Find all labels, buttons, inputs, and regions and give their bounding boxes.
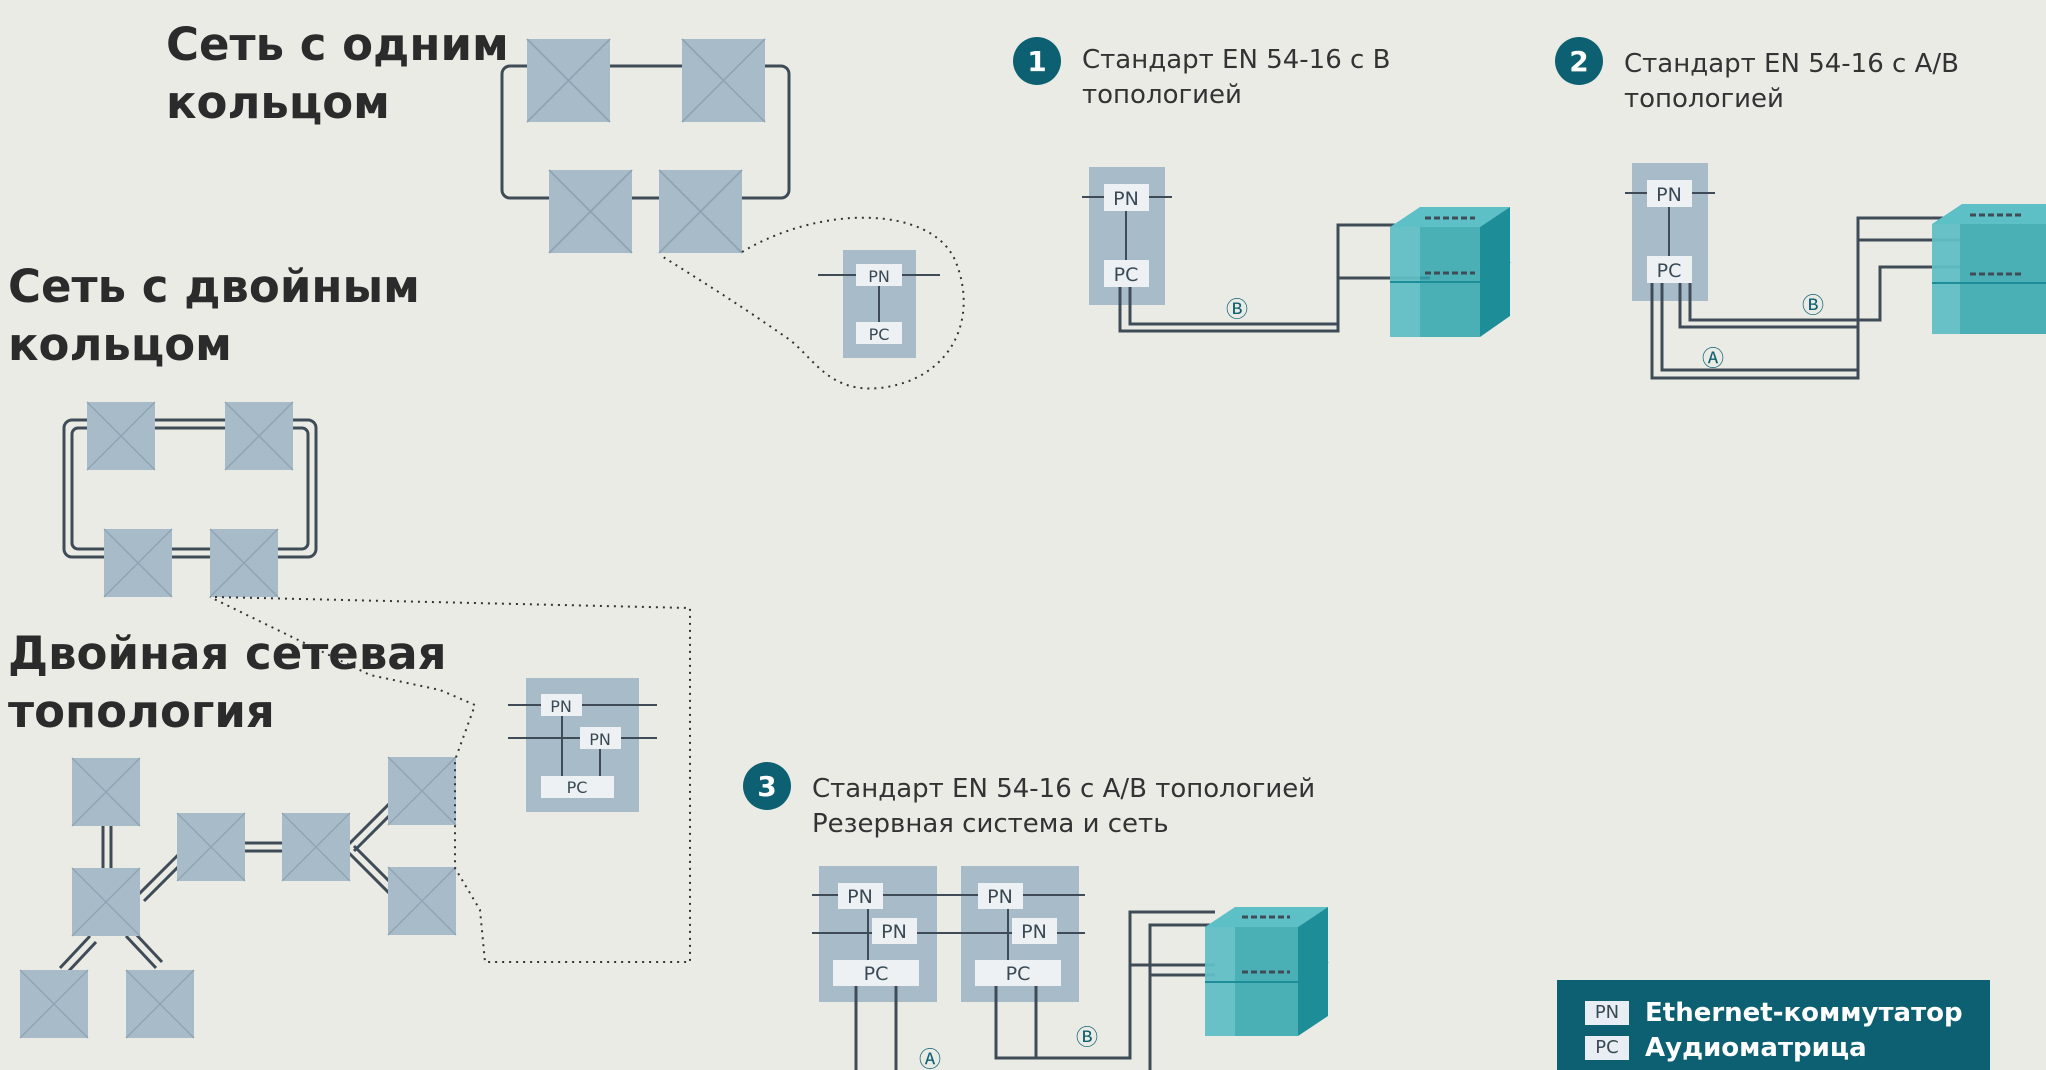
pc-label: PC xyxy=(869,325,890,344)
legend: PN Ethernet-коммутатор PC Аудиоматрица xyxy=(1557,980,1990,1070)
option-1-badge: 1 xyxy=(1013,37,1061,85)
building-icon xyxy=(1390,207,1511,337)
pc-label: PC xyxy=(1657,260,1682,282)
dual-topology-links xyxy=(58,799,400,976)
dual-topology-node xyxy=(387,866,457,936)
option-1-diagram: PN PC Ⓑ xyxy=(1082,167,1511,337)
pc-label: PC xyxy=(1006,963,1031,985)
pn-label: PN xyxy=(847,886,873,908)
double-ring-node xyxy=(224,401,294,471)
dual-topology-node xyxy=(19,969,89,1039)
pn-label: PN xyxy=(1021,921,1047,943)
legend-code: PC xyxy=(1585,1036,1629,1060)
dual-topology-node xyxy=(71,867,141,937)
pn-label: PN xyxy=(589,730,611,749)
building-icon xyxy=(1932,204,2046,334)
option-3-diagram: PN PN PC PN PN PC Ⓑ Ⓐ xyxy=(812,866,1329,1070)
pc-label: PC xyxy=(864,963,889,985)
dual-topology-node xyxy=(125,969,195,1039)
pn-label: PN xyxy=(1113,188,1139,210)
dual-topology-node xyxy=(387,756,457,826)
double-ring-node xyxy=(86,401,156,471)
single-ring-node xyxy=(548,169,633,254)
loop-a-label: Ⓐ xyxy=(1702,347,1724,372)
loop-b-label: Ⓑ xyxy=(1802,294,1824,319)
dual-topology-node xyxy=(176,812,246,882)
building-icon xyxy=(1205,907,1329,1036)
single-ring-callout xyxy=(659,216,965,390)
option-2-badge: 2 xyxy=(1555,37,1603,85)
legend-text: Ethernet-коммутатор xyxy=(1645,998,1963,1028)
single-ring-node xyxy=(658,169,743,254)
double-ring-callout xyxy=(209,596,691,963)
single-ring-detail-box: PN PC xyxy=(818,250,940,358)
double-ring-node xyxy=(103,528,173,598)
heading-single-ring: Сеть с одним кольцом xyxy=(166,18,509,129)
dual-topology-node xyxy=(281,812,351,882)
loop-b-label: Ⓑ xyxy=(1076,1026,1098,1051)
pn-label: PN xyxy=(550,697,572,716)
loop-a-label: Ⓐ xyxy=(919,1048,941,1070)
single-ring-node xyxy=(681,38,766,123)
legend-item-pc: PC Аудиоматрица xyxy=(1585,1033,1867,1063)
legend-code: PN xyxy=(1585,1001,1629,1025)
double-ring-diagram xyxy=(62,418,318,559)
pc-label: PC xyxy=(1114,264,1139,286)
pc-label: PC xyxy=(567,778,588,797)
option-2-diagram: PN PC Ⓑ Ⓐ xyxy=(1625,163,2046,380)
dual-detail-box: PN PN PC xyxy=(508,678,657,812)
double-ring-node xyxy=(209,528,279,598)
pn-label: PN xyxy=(1656,184,1682,206)
pn-label: PN xyxy=(987,886,1013,908)
single-ring-diagram xyxy=(500,64,791,200)
legend-item-pn: PN Ethernet-коммутатор xyxy=(1585,998,1963,1028)
pn-label: PN xyxy=(881,921,907,943)
legend-text: Аудиоматрица xyxy=(1645,1033,1867,1063)
dual-topology-node xyxy=(71,757,141,827)
heading-double-ring: Сеть с двойным кольцом xyxy=(8,260,420,371)
single-ring-node xyxy=(526,38,611,123)
loop-b-label: Ⓑ xyxy=(1226,298,1248,323)
pn-label: PN xyxy=(868,267,890,286)
heading-dual-topology: Двойная сетевая топология xyxy=(8,627,447,738)
option-3-badge: 3 xyxy=(743,762,791,810)
